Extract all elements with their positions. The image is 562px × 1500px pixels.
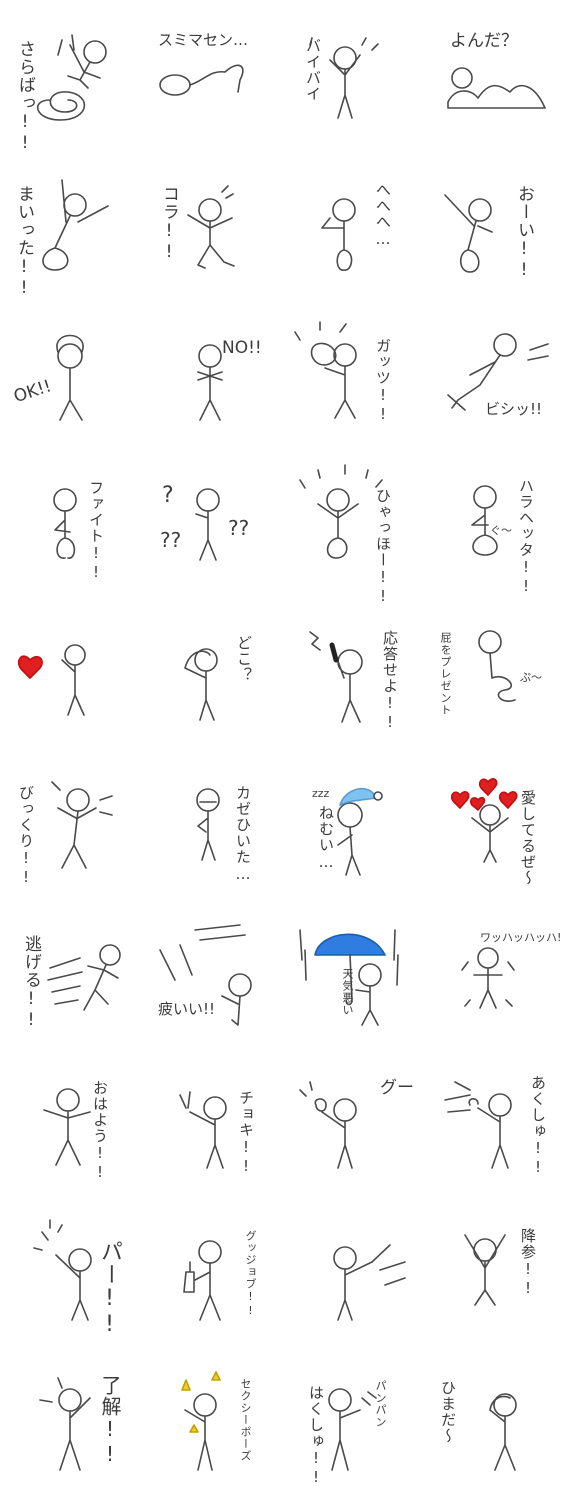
label-hakushu: はくしゅ!! — [307, 1385, 325, 1487]
label-ryoukai: 了解!! — [98, 1375, 122, 1467]
label-kousan: 降参!! — [519, 1228, 537, 1298]
sticker-outou — [309, 631, 363, 723]
label-paa: パー!! — [97, 1240, 122, 1338]
sticker-hyahho — [299, 464, 383, 559]
label-tenki: 天気悪い — [341, 968, 354, 1016]
sticker-himada — [489, 1393, 517, 1471]
label-hyahho: ひゃっほー!! — [374, 488, 392, 606]
label-ooi: おーい!! — [514, 185, 534, 281]
sticker-paa — [33, 1219, 92, 1321]
sticker-baibai — [309, 37, 379, 119]
label-zzz: zzz — [312, 787, 330, 800]
sticker-hehehe — [321, 198, 356, 271]
sticker-kousan — [464, 1234, 506, 1306]
label-harahetta: ハラヘッタ!! — [517, 478, 535, 596]
label-wahhaha: ワッハッハッハ!! — [480, 931, 562, 944]
sticker-question — [195, 488, 220, 561]
label-no: NO!! — [222, 338, 262, 358]
label-saraba: さらばっ!! — [15, 40, 35, 154]
sticker-harahetta — [471, 485, 498, 556]
sticker-no — [197, 344, 223, 421]
sticker-hakushu — [328, 1388, 377, 1471]
sticker-fight — [53, 488, 77, 559]
label-maitta: まいった!! — [14, 185, 34, 299]
label-question-1: ? — [162, 483, 174, 508]
label-yonda: よんだ？ — [450, 31, 518, 51]
label-nemui: ねむい… — [317, 805, 335, 872]
sticker-choki — [179, 1091, 227, 1169]
sticker-maitta — [42, 179, 109, 271]
sticker-ryoukai — [39, 1377, 91, 1471]
label-hehehe: へへへ… — [374, 182, 392, 249]
label-gu: ぐ〜 — [490, 524, 512, 537]
label-bishi: ビシッ!! — [485, 400, 543, 418]
sticker-kora — [187, 185, 235, 269]
label-bikkuri: びっくり!! — [17, 785, 35, 887]
label-goo: グー — [380, 1078, 414, 1098]
label-question-2: ?? — [160, 528, 182, 552]
label-nigeru: 逃げる!! — [21, 935, 41, 1031]
label-akushu: あくしゅ!! — [529, 1075, 547, 1177]
label-he-present: 屁をプレゼント — [439, 632, 452, 716]
label-sexy: セクシーポーズ — [239, 1378, 252, 1462]
sticker-sexy — [181, 1371, 221, 1471]
label-himada: ひまだ〜 — [439, 1380, 457, 1444]
sticker-doko — [184, 648, 218, 721]
sticker-bikkuri — [51, 781, 113, 869]
sticker-bishi — [447, 333, 549, 411]
label-question-3: ?? — [228, 516, 250, 540]
label-goodjob: グッジョブ!! — [244, 1230, 257, 1318]
label-pu: ぷ〜 — [520, 671, 542, 684]
sticker-guts — [294, 321, 357, 419]
sticker-kaze — [196, 788, 220, 861]
sticker-tenki — [299, 929, 399, 1026]
label-fight: ファイト!! — [87, 480, 105, 582]
label-doko: どこ？ — [235, 635, 253, 683]
sticker-nigeru — [47, 944, 121, 1011]
sticker-sarabaa — [36, 34, 107, 121]
sticker-goo — [299, 1081, 357, 1169]
sticker-yonda — [447, 67, 546, 109]
sticker-goodjob — [183, 1240, 222, 1321]
label-ohayou: おはよう!! — [91, 1080, 109, 1182]
sticker-he-present — [478, 630, 516, 702]
label-sumimasen: スミマセン… — [158, 31, 249, 49]
sticker-akushu — [444, 1081, 512, 1169]
sticker-sumimasen — [159, 64, 244, 96]
sticker-heart-throw — [17, 644, 86, 716]
sticker-ok — [56, 334, 84, 421]
sticker-ohayou — [43, 1088, 91, 1166]
sticker-nemui — [337, 787, 383, 876]
sticker-wahhaha — [461, 947, 515, 1009]
sticker-tsukare — [159, 924, 252, 1026]
label-kora: コラ!! — [159, 185, 179, 263]
sticker-aishiteru — [450, 778, 518, 863]
label-kaze: カゼひいた… — [234, 785, 252, 884]
label-choki: チョキ!! — [237, 1090, 255, 1176]
sticker-ooi — [444, 194, 493, 273]
label-panpan: パンパン — [374, 1380, 387, 1428]
label-outou: 応答せよ!! — [381, 630, 399, 732]
sticker-pointing — [333, 1244, 406, 1321]
label-tsukare: 疲いい!! — [158, 1000, 216, 1018]
label-baibai: バイバイ — [304, 38, 322, 102]
label-guts: ガッツ!! — [374, 338, 392, 424]
label-aishiteru: 愛してるぜ〜 — [519, 790, 537, 886]
